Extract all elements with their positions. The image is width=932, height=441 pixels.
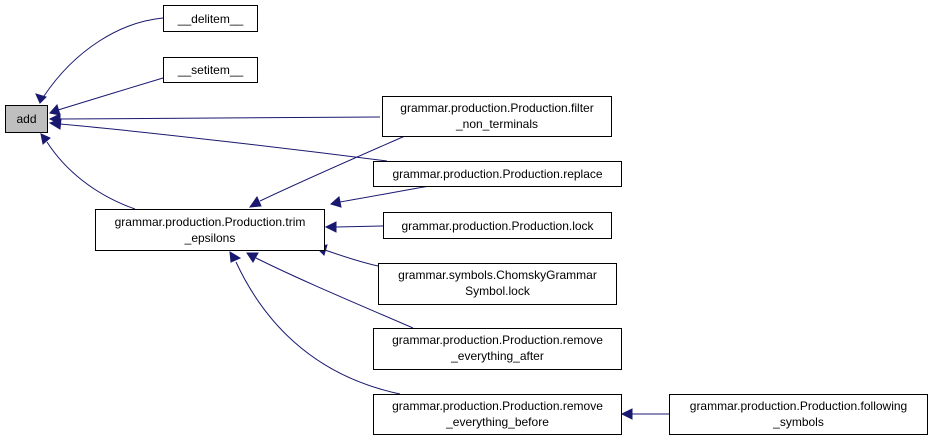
edge-arrowhead <box>620 408 633 420</box>
node-following-symbols[interactable]: grammar.production.Production.following … <box>669 394 928 435</box>
edge-arrowhead <box>248 195 262 208</box>
edge-replace-to-trim <box>339 185 431 203</box>
node-label-line-1: grammar.production.Production.remove <box>392 333 603 347</box>
edge-delitem-to-add <box>43 17 164 97</box>
node-filter-non-terminals[interactable]: grammar.production.Production.filter _no… <box>382 96 612 137</box>
edge-arrowhead <box>329 196 342 208</box>
node-label-line-2: _epsilons <box>184 231 236 245</box>
node-label-line-2: _everything_after <box>450 349 544 363</box>
node-label-line-2: Symbol.lock <box>465 284 531 298</box>
node-replace[interactable]: grammar.production.Production.replace <box>373 161 622 187</box>
edge-arrowhead <box>35 93 47 104</box>
edges <box>35 17 669 420</box>
edge-arrowhead <box>49 103 61 116</box>
edge-arrowhead <box>229 251 242 263</box>
node-trim-epsilons[interactable]: grammar.production.Production.trim _epsi… <box>95 209 325 251</box>
node-chomsky-lock[interactable]: grammar.symbols.ChomskyGrammar Symbol.lo… <box>378 263 617 305</box>
node-label: grammar.production.Production.replace <box>392 167 602 181</box>
node-add[interactable]: add <box>5 105 48 133</box>
edge-production-lock-to-trim <box>335 225 384 228</box>
node-label-line-2: _symbols <box>772 415 824 429</box>
node-label-line-1: grammar.production.Production.following <box>690 399 907 413</box>
node-label-line-1: grammar.production.Production.filter <box>400 101 593 115</box>
node-delitem[interactable]: __delitem__ <box>163 5 258 32</box>
node-label: add <box>16 112 36 126</box>
edge-arrowhead <box>48 118 62 130</box>
node-label-line-1: grammar.production.Production.trim <box>115 215 306 229</box>
edge-remove-before-to-trim <box>235 261 401 395</box>
node-setitem[interactable]: __setitem__ <box>163 57 258 83</box>
edge-setitem-to-add <box>57 77 164 111</box>
node-label: __delitem__ <box>177 12 244 26</box>
edge-arrowhead <box>40 133 51 145</box>
edge-replace-to-add <box>59 123 388 162</box>
node-label: grammar.production.Production.lock <box>401 219 594 233</box>
node-label-line-2: _non_terminals <box>455 117 538 131</box>
edge-trim-to-add <box>46 141 136 210</box>
node-remove-everything-before[interactable]: grammar.production.Production.remove _ev… <box>373 394 622 435</box>
edge-filter-to-add <box>59 116 381 120</box>
edge-arrowhead <box>246 252 259 263</box>
edge-arrowhead <box>324 221 337 233</box>
node-label-line-1: grammar.production.Production.remove <box>392 399 603 413</box>
node-production-lock[interactable]: grammar.production.Production.lock <box>383 212 612 239</box>
node-label-line-2: _everything_before <box>445 415 549 429</box>
edge-chomsky-lock-to-trim <box>324 249 379 267</box>
node-label-line-1: grammar.symbols.ChomskyGrammar <box>398 268 597 282</box>
edge-remove-after-to-trim <box>255 257 414 329</box>
node-label: __setitem__ <box>177 63 244 77</box>
node-remove-everything-after[interactable]: grammar.production.Production.remove _ev… <box>373 328 622 370</box>
edge-filter-to-trim <box>259 135 406 202</box>
